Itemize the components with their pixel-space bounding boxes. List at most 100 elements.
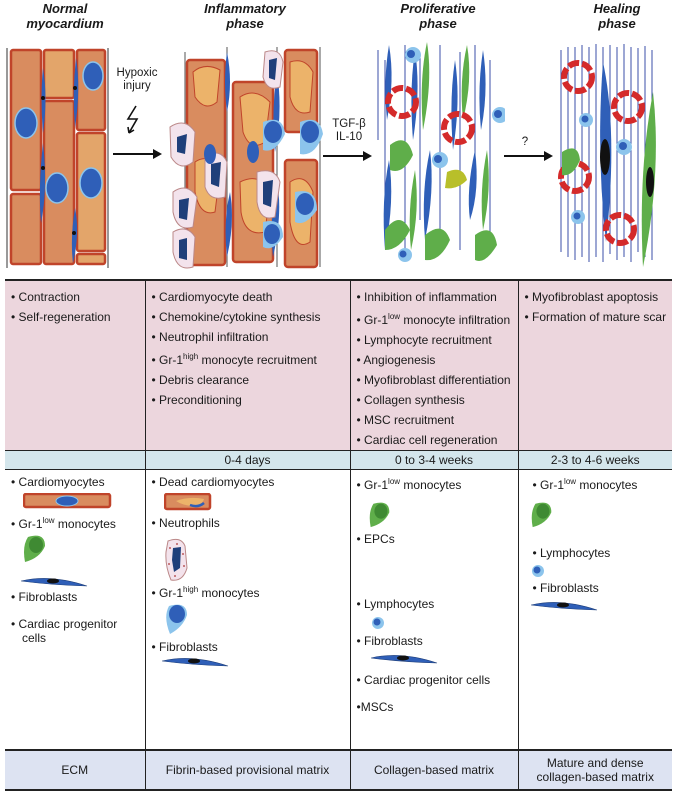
cell-label-gr1low-monocytes: Gr-1low monocytes xyxy=(11,516,116,531)
superscript: low xyxy=(388,312,401,321)
transition-line: injury xyxy=(123,80,151,92)
function-item: Angiogenesis xyxy=(357,350,518,370)
superscript: high xyxy=(183,585,199,594)
cells-inflammatory: Dead cardiomyocytes Neutrophils Gr-1high… xyxy=(144,469,351,750)
text: monocytes xyxy=(576,478,638,492)
cell-label-dead-cardiomyocytes: Dead cardiomyocytes xyxy=(152,475,274,489)
cells-healing: Gr-1low monocytes Lymphocytes Fibroblast… xyxy=(517,469,672,750)
title-line: myocardium xyxy=(26,16,104,31)
proliferative-phase-illustration xyxy=(377,42,505,262)
lightning-bolt-icon xyxy=(126,105,139,134)
function-item: Debris clearance xyxy=(152,370,350,390)
cells-normal: Cardiomyocytes Gr-1low monocytes Fibrobl… xyxy=(5,469,146,750)
fibroblast-icon xyxy=(370,655,437,664)
function-row: Contraction Self-regeneration Cardiomyoc… xyxy=(5,279,673,451)
phase-title-normal: Normal myocardium xyxy=(0,1,135,31)
ecm-proliferative: Collagen-based matrix xyxy=(349,749,519,791)
functions-inflammatory: Cardiomyocyte death Chemokine/cytokine s… xyxy=(144,279,351,451)
cell-label-cardiomyocytes: Cardiomyocytes xyxy=(11,475,105,489)
function-item: Formation of mature scar xyxy=(525,307,673,327)
dead-cardiomyocyte-icon xyxy=(163,493,211,511)
function-item: Chemokine/cytokine synthesis xyxy=(152,307,350,327)
function-item: Cardiac cell regeneration xyxy=(357,430,518,450)
text: Gr-1 xyxy=(540,478,565,492)
cell-label-cardiac-progenitor: Cardiac progenitor xyxy=(11,617,118,631)
cell-label-neutrophils: Neutrophils xyxy=(152,516,220,530)
arrow-right-icon xyxy=(113,149,162,159)
cell-label-fibroblasts: Fibroblasts xyxy=(533,581,599,595)
functions-normal: Contraction Self-regeneration xyxy=(5,279,146,451)
function-item: Cardiomyocyte death xyxy=(152,287,350,307)
text: Gr-1 xyxy=(159,586,184,600)
function-item: Lymphocyte recruitment xyxy=(357,330,518,350)
timing-healing: 2-3 to 4-6 weeks xyxy=(517,450,672,470)
cell-label-fibroblasts: Fibroblasts xyxy=(152,640,218,654)
ecm-row: ECM Fibrin-based provisional matrix Coll… xyxy=(5,749,672,791)
cell-label-gr1high-monocytes: Gr-1high monocytes xyxy=(152,585,260,600)
timing-normal xyxy=(5,450,146,470)
title-line: phase xyxy=(419,16,457,31)
phase-title-inflammatory: Inflammatory phase xyxy=(175,1,315,31)
function-item: Neutrophil infiltration xyxy=(152,327,350,347)
title-line: Inflammatory xyxy=(204,1,286,16)
text: monocytes xyxy=(400,478,462,492)
cell-label-cardiac-progenitor-cells: Cardiac progenitor cells xyxy=(357,673,490,687)
cell-label-gr1low-monocytes: Gr-1low monocytes xyxy=(357,477,462,492)
function-item: Inhibition of inflammation xyxy=(357,287,518,307)
text: Gr-1 xyxy=(364,478,389,492)
cell-label-lymphocytes: Lymphocytes xyxy=(533,546,610,560)
ecm-healing: Mature and dense collagen-based matrix xyxy=(517,749,672,791)
timing-proliferative: 0 to 3-4 weeks xyxy=(349,450,519,470)
gr1low-monocyte-icon xyxy=(369,502,389,528)
phase-title-proliferative: Proliferative phase xyxy=(368,1,508,31)
cell-label-mscs: MSCs xyxy=(357,700,394,714)
normal-myocardium-illustration xyxy=(6,48,109,268)
fibroblast-icon xyxy=(21,578,88,587)
cell-types-row: Cardiomyocytes Gr-1low monocytes Fibrobl… xyxy=(5,469,672,750)
lymphocyte-icon xyxy=(531,565,544,577)
transition-label-tgf-il10: TGF-β IL-10 xyxy=(326,118,372,144)
functions-healing: Myofibroblast apoptosis Formation of mat… xyxy=(517,279,673,451)
cell-label-lymphocytes: Lymphocytes xyxy=(357,597,434,611)
function-item: Self-regeneration xyxy=(11,307,145,327)
text: monocyte recruitment xyxy=(198,353,317,367)
arrow-right-icon xyxy=(323,151,372,161)
transition-line: TGF-β xyxy=(332,118,366,130)
function-item: Contraction xyxy=(11,287,145,307)
lymphocyte-icon xyxy=(371,617,384,629)
text: Gr-1 xyxy=(18,517,43,531)
function-item: Gr-1high monocyte recruitment xyxy=(152,347,350,370)
phase-table: Contraction Self-regeneration Cardiomyoc… xyxy=(5,279,672,791)
arrow-right-icon xyxy=(504,151,553,161)
superscript: low xyxy=(42,516,55,525)
timing-inflammatory: 0-4 days xyxy=(144,450,351,470)
text: Gr-1 xyxy=(364,313,389,327)
cells-proliferative: Gr-1low monocytes EPCs Lymphocytes Fibro… xyxy=(349,469,519,750)
title-line: phase xyxy=(598,16,636,31)
timing-row: 0-4 days 0 to 3-4 weeks 2-3 to 4-6 weeks xyxy=(5,450,672,470)
superscript: low xyxy=(388,477,401,486)
cell-label-fibroblasts: Fibroblasts xyxy=(11,590,78,604)
text: monocytes xyxy=(54,517,116,531)
function-item: MSC recruitment xyxy=(357,410,518,430)
transition-line: IL-10 xyxy=(335,131,363,143)
cell-label-fibroblasts: Fibroblasts xyxy=(357,634,423,648)
inflammatory-phase-illustration xyxy=(169,47,323,269)
title-line: phase xyxy=(226,16,264,31)
transition-label-question: ? xyxy=(521,136,529,148)
function-item: Myofibroblast apoptosis xyxy=(525,287,673,307)
fibroblast-icon xyxy=(530,602,597,611)
superscript: high xyxy=(183,352,199,361)
title-line: Normal xyxy=(42,1,88,16)
gr1high-monocyte-icon xyxy=(165,604,187,634)
text: monocytes xyxy=(198,586,260,600)
neutrophil-icon xyxy=(164,538,188,581)
cardiomyocyte-icon xyxy=(23,493,112,509)
transition-label-hypoxic-injury: Hypoxic injury xyxy=(112,67,162,93)
phase-title-healing: Healing phase xyxy=(547,1,673,31)
gr1low-monocyte-icon xyxy=(531,502,551,528)
gr1low-monocyte-icon xyxy=(24,535,45,562)
superscript: low xyxy=(564,477,577,486)
ecm-inflammatory: Fibrin-based provisional matrix xyxy=(144,749,351,791)
function-item: Myofibroblast differentiation xyxy=(357,370,518,390)
